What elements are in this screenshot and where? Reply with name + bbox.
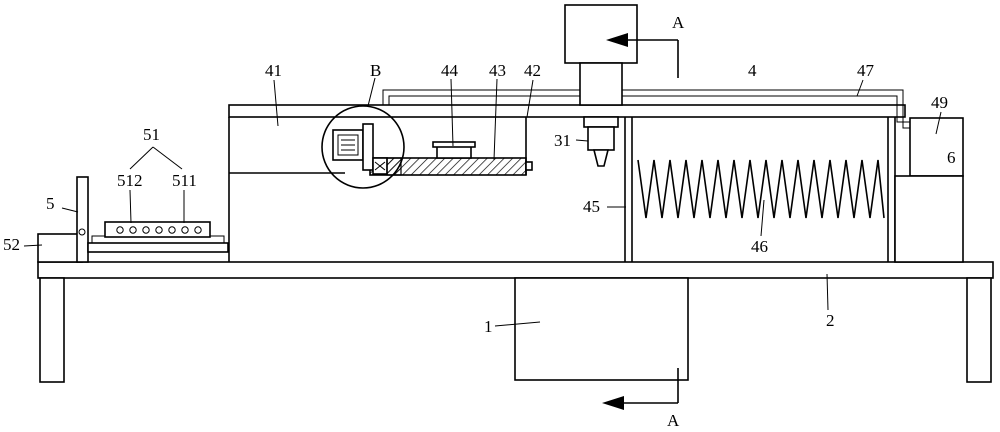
label-31: 31	[554, 131, 571, 150]
reference-labels: 41 B 44 43 42 4 47 49 6 31 45 46 51 512 …	[3, 61, 956, 336]
tray-pieces	[116, 226, 202, 234]
section-marker-a: A A	[602, 13, 685, 430]
label-52: 52	[3, 235, 20, 254]
label-42: 42	[524, 61, 541, 80]
leader-lines	[23, 77, 942, 327]
label-4: 4	[748, 61, 757, 80]
plate-end-stop	[525, 161, 533, 171]
motor-shaft-housing	[579, 62, 623, 106]
label-1: 1	[484, 317, 493, 336]
label-46: 46	[751, 237, 768, 256]
spindle-head	[587, 126, 615, 151]
label-49: 49	[931, 93, 948, 112]
spring	[637, 159, 885, 219]
section-top-arrowhead	[606, 33, 628, 47]
spindle-collar	[583, 116, 619, 128]
post-bolt	[78, 228, 86, 236]
label-511: 511	[172, 171, 197, 190]
section-bottom-arrowhead	[602, 396, 624, 410]
detail-circle-b	[321, 105, 405, 189]
pump-upper	[909, 117, 964, 177]
label-6: 6	[947, 148, 956, 167]
table-top	[37, 261, 994, 279]
right-leg	[966, 277, 992, 383]
top-rail	[228, 104, 906, 118]
piece	[116, 226, 124, 234]
detail-outline	[321, 105, 405, 189]
label-44: 44	[441, 61, 459, 80]
pump-lower	[894, 175, 964, 263]
label-47: 47	[857, 61, 875, 80]
collecting-tray	[87, 221, 229, 253]
label-2: 2	[826, 311, 835, 330]
label-5: 5	[46, 194, 55, 213]
table-frame	[37, 261, 994, 383]
label-512: 512	[117, 171, 143, 190]
work-plate	[369, 141, 533, 176]
clamp-block	[436, 145, 472, 159]
side-plate	[37, 233, 83, 263]
detail-motor-inner	[337, 134, 359, 156]
section-bottom-label: A	[667, 411, 680, 430]
pipe	[382, 89, 910, 129]
piece	[168, 226, 176, 234]
detail-bracket	[362, 123, 374, 171]
tray-box	[104, 221, 211, 238]
pump-box	[894, 117, 964, 263]
left-post	[76, 176, 89, 263]
label-45: 45	[583, 197, 600, 216]
left-leg	[39, 277, 65, 383]
piece	[181, 226, 189, 234]
piece	[142, 226, 150, 234]
tray-base	[87, 242, 229, 253]
label-43: 43	[489, 61, 506, 80]
label-51: 51	[143, 125, 160, 144]
drill-bit	[592, 149, 610, 167]
lower-cabinet	[514, 277, 689, 381]
detail-plate-end	[386, 157, 402, 176]
piece	[194, 226, 202, 234]
section-top-label: A	[672, 13, 685, 32]
upper-housing	[228, 104, 906, 262]
clamp-top	[432, 141, 476, 148]
piece	[155, 226, 163, 234]
label-b: B	[370, 61, 381, 80]
piece	[129, 226, 137, 234]
label-41: 41	[265, 61, 282, 80]
motor-assembly	[564, 4, 638, 167]
